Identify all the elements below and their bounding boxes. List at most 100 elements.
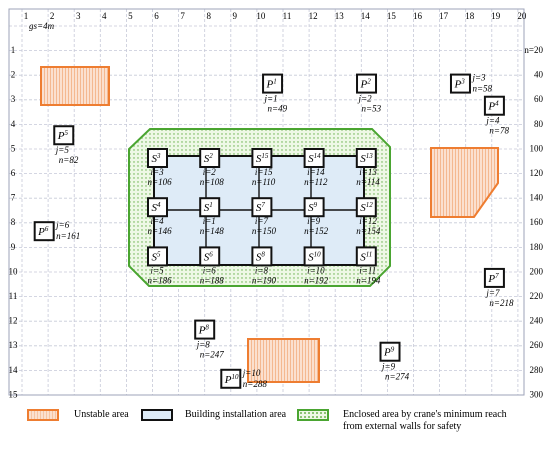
supply-point-j: j=8 bbox=[196, 340, 211, 350]
top-axis-label: 20 bbox=[517, 11, 527, 21]
crane-site[interactable]: S7i=7n=150 bbox=[251, 197, 277, 236]
crane-site[interactable]: S8i=8n=190 bbox=[251, 246, 277, 285]
supply-point-index: 9 bbox=[391, 346, 395, 354]
supply-point[interactable]: P5j=5n=82 bbox=[53, 125, 79, 165]
legend-unstable-label: Unstable area bbox=[74, 409, 129, 420]
crane-site-index: 6 bbox=[209, 250, 213, 258]
right-axis-label: 160 bbox=[530, 217, 544, 227]
top-axis-label: 1 bbox=[24, 11, 29, 21]
top-axis-label: 19 bbox=[491, 11, 501, 21]
supply-point[interactable]: P7j=7n=218 bbox=[483, 267, 514, 308]
crane-site-n: n=190 bbox=[252, 275, 277, 285]
crane-site[interactable]: S5i=5n=186 bbox=[147, 246, 173, 285]
crane-site-box bbox=[355, 148, 377, 168]
crane-site-label: S6 bbox=[204, 250, 214, 263]
supply-point-n: n=161 bbox=[56, 231, 80, 241]
right-axis-label: 100 bbox=[530, 143, 544, 153]
crane-site[interactable]: S6i=6n=188 bbox=[199, 246, 225, 285]
left-axis-label: 13 bbox=[9, 340, 19, 350]
supply-point-index: 3 bbox=[460, 78, 465, 86]
crane-site-box bbox=[251, 246, 273, 267]
top-axis-label: 9 bbox=[233, 11, 238, 21]
supply-point-label: P7 bbox=[487, 272, 499, 285]
legend-enclosed-label-2: from external walls for safety bbox=[343, 421, 462, 432]
crane-site-box bbox=[251, 148, 273, 168]
crane-site-i: i=13 bbox=[359, 167, 377, 177]
top-axis-label: 4 bbox=[102, 11, 107, 21]
crane-site-index: 15 bbox=[261, 152, 269, 160]
crane-site-index: 13 bbox=[366, 152, 374, 160]
left-axis-label: 7 bbox=[11, 193, 16, 203]
legend-unstable-swatch bbox=[27, 409, 59, 421]
crane-site-index: 2 bbox=[209, 152, 213, 160]
right-axis-label: n=20 bbox=[524, 45, 543, 55]
left-axis-label: 12 bbox=[9, 316, 18, 326]
crane-site-n: n=110 bbox=[252, 177, 276, 187]
crane-site-n: n=112 bbox=[304, 177, 328, 187]
crane-site-box bbox=[355, 246, 377, 267]
crane-site-i: i=7 bbox=[255, 216, 269, 226]
supply-point-box bbox=[262, 73, 284, 94]
crane-site[interactable]: S9i=9n=152 bbox=[303, 197, 329, 236]
crane-site-n: n=114 bbox=[356, 177, 380, 187]
crane-site-i: i=1 bbox=[203, 216, 216, 226]
crane-site[interactable]: S1i=1n=148 bbox=[199, 197, 225, 236]
supply-point[interactable]: P8j=8n=247 bbox=[194, 319, 224, 360]
supply-point-j: j=6 bbox=[55, 220, 70, 230]
supply-point-index: 8 bbox=[205, 324, 209, 332]
crane-site[interactable]: S4i=4n=146 bbox=[147, 197, 173, 236]
crane-site-n: n=186 bbox=[148, 275, 173, 285]
crane-site-n: n=194 bbox=[356, 275, 381, 285]
left-axis-label: 8 bbox=[11, 217, 16, 227]
right-axis-label: 60 bbox=[534, 94, 544, 104]
supply-point[interactable]: P9j=9n=274 bbox=[379, 341, 410, 382]
crane-site-box bbox=[147, 197, 168, 218]
crane-site-box bbox=[199, 148, 221, 168]
crane-site[interactable]: S3i=3n=106 bbox=[147, 148, 173, 187]
crane-site-box bbox=[303, 197, 325, 218]
top-axis-label: 10 bbox=[256, 11, 266, 21]
left-axis-label: 4 bbox=[11, 119, 16, 129]
supply-point-n: n=78 bbox=[489, 126, 509, 136]
crane-site-label: S9 bbox=[308, 201, 318, 214]
crane-site-box bbox=[199, 197, 221, 218]
crane-site-n: n=150 bbox=[252, 226, 277, 236]
crane-site-box bbox=[147, 246, 168, 267]
top-axis-label: 16 bbox=[413, 11, 423, 21]
left-axis-label: 5 bbox=[11, 143, 16, 153]
supply-point[interactable]: P1j=1n=49 bbox=[262, 73, 288, 114]
crane-site-n: n=106 bbox=[148, 177, 173, 187]
crane-site-index: 4 bbox=[157, 201, 161, 209]
crane-site-box bbox=[199, 246, 221, 267]
crane-site-index: 9 bbox=[314, 201, 318, 209]
crane-site-i: i=12 bbox=[359, 216, 377, 226]
crane-site-label: S5 bbox=[152, 250, 162, 263]
supply-point[interactable]: P2j=2n=53 bbox=[356, 73, 382, 114]
crane-site-n: n=192 bbox=[304, 275, 329, 285]
crane-site-n: n=154 bbox=[356, 226, 381, 236]
crane-site-label: S2 bbox=[204, 152, 214, 165]
top-axis-label: 12 bbox=[309, 11, 318, 21]
top-axis-label: 15 bbox=[387, 11, 397, 21]
supply-point-box bbox=[33, 221, 55, 242]
crane-site-box bbox=[147, 148, 168, 168]
legend: Unstable area Building installation area… bbox=[0, 402, 550, 448]
left-axis-label: 10 bbox=[9, 266, 19, 276]
supply-point[interactable]: P4j=4n=78 bbox=[483, 95, 510, 136]
top-axis-label: 14 bbox=[361, 11, 371, 21]
supply-point-label: P1 bbox=[266, 78, 277, 91]
top-axis-label: 3 bbox=[76, 11, 81, 21]
crane-site[interactable]: S2i=2n=108 bbox=[199, 148, 225, 187]
right-axis-label: 260 bbox=[530, 340, 544, 350]
top-axis-label: 6 bbox=[154, 11, 159, 21]
left-axis-label: 15 bbox=[9, 389, 19, 399]
